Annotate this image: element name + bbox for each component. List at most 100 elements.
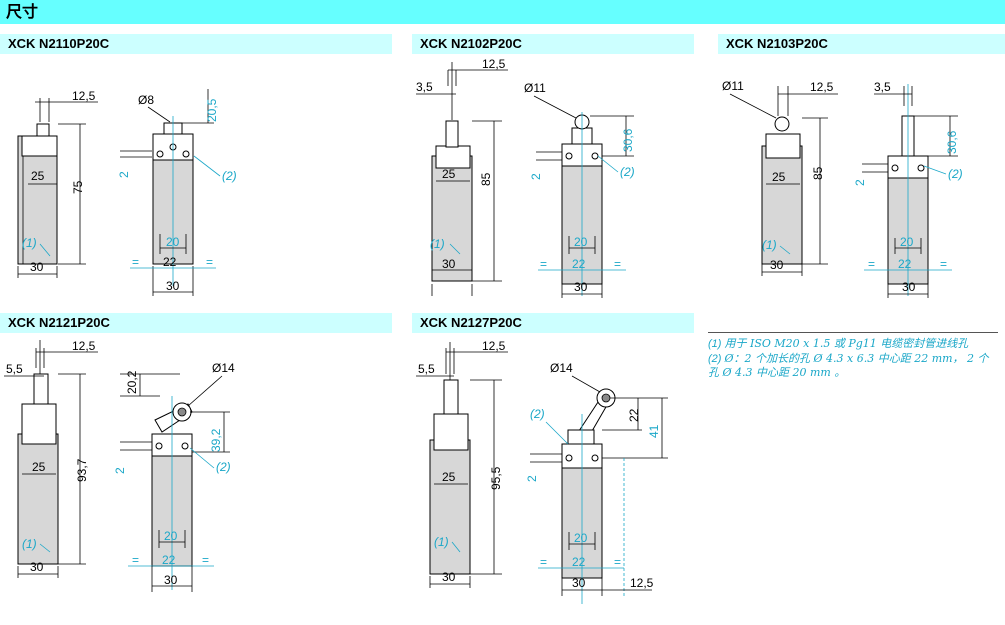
dim-2: 2 (113, 467, 127, 474)
section-title-n2102: XCK N2102P20C (412, 34, 694, 54)
switch-head-side (21, 135, 58, 157)
footnote-2-text: Ø：2 个加长的孔 Ø 4.3 x 6.3 中心距 22 mm， 2 个孔 Ø … (708, 352, 989, 379)
dim-30-front: 30 (164, 573, 178, 587)
note-ref-2: (2) (948, 167, 963, 181)
dim-25: 25 (442, 167, 456, 181)
dim-20: 20 (574, 235, 588, 249)
note-ref-2: (2) (216, 460, 231, 474)
drawing-n2103: Ø11 12,5 85 25 30 (1) 3,5 30,6 2 (2) 20 … (722, 79, 963, 298)
footnote-2-number: (2) (708, 353, 725, 365)
dim-25: 25 (32, 460, 46, 474)
dim-30: 30 (30, 260, 44, 274)
rod (445, 120, 459, 148)
dim-dia-11: Ø11 (722, 79, 744, 93)
dim-22-bottom: 22 (572, 555, 586, 569)
dim-12-5: 12,5 (482, 339, 506, 353)
dim-3-5: 3,5 (416, 80, 433, 94)
dim-85: 85 (811, 166, 825, 180)
dim-20: 20 (166, 235, 180, 249)
dim-20-2: 20,2 (125, 370, 139, 394)
footnote-1: (1) 用于 ISO M20 x 1.5 或 Pg11 电缆密封管进线孔 (708, 337, 998, 351)
dim-dia-14: Ø14 (212, 361, 235, 375)
dim-2: 2 (853, 179, 867, 186)
dim-2: 2 (529, 173, 543, 180)
note-ref-1: (1) (430, 237, 445, 251)
dim-5-5: 5,5 (418, 362, 435, 376)
note-ref-2: (2) (530, 407, 545, 421)
dim-30-6: 30,6 (945, 130, 959, 154)
dim-20-5: 20,5 (205, 98, 219, 122)
dim-eq-right: = (614, 257, 621, 271)
dim-25: 25 (31, 169, 45, 183)
dim-12-5: 12,5 (482, 57, 506, 71)
note-ref-1: (1) (762, 238, 777, 252)
dim-12-5: 12,5 (810, 80, 834, 94)
dim-30-front: 30 (574, 280, 588, 294)
dim-eq-right: = (940, 257, 947, 271)
dim-2: 2 (117, 171, 131, 178)
drawing-n2121: 12,5 5,5 93,7 25 30 (1) 20,2 Ø14 39,2 2 … (4, 339, 235, 592)
dim-eq-left: = (868, 257, 875, 271)
dim-93-7: 93,7 (75, 458, 89, 482)
note-ref-1: (1) (22, 236, 37, 250)
drawing-n2127: 12,5 5,5 95,5 25 30 (1) Ø14 (2) 22 41 2 … (416, 339, 668, 604)
dim-2: 2 (525, 475, 539, 482)
footnote-2: (2) Ø：2 个加长的孔 Ø 4.3 x 6.3 中心距 22 mm， 2 个… (708, 352, 998, 380)
dim-12-5: 12,5 (72, 89, 96, 103)
dim-20: 20 (164, 529, 178, 543)
dim-eq-right: = (202, 553, 209, 567)
dim-eq-right: = (206, 255, 213, 269)
switch-body-side (17, 135, 58, 265)
dim-75: 75 (71, 180, 85, 194)
plunger (36, 123, 50, 137)
drawing-n2110: 12,5 75 25 30 (1) Ø8 20,5 2 (2) 20 = 22 … (17, 89, 237, 296)
dim-30-6: 30,6 (621, 128, 635, 152)
dim-30-front: 30 (572, 576, 586, 590)
page-title: 尺寸 (0, 0, 1005, 24)
dim-12-5: 12,5 (72, 339, 96, 353)
switch-body-side (761, 145, 803, 265)
dim-dia-8: Ø8 (138, 93, 154, 107)
rod (33, 373, 49, 405)
dim-12-5-bottom: 12,5 (630, 576, 654, 590)
dim-22: 22 (898, 257, 912, 271)
switch-body-side (17, 433, 59, 565)
dim-eq-left: = (132, 553, 139, 567)
dim-85: 85 (479, 172, 493, 186)
dim-eq-right: = (614, 555, 621, 569)
switch-body-side (429, 439, 471, 575)
section-title-n2121: XCK N2121P20C (0, 313, 392, 333)
switch-body-side (431, 155, 473, 282)
dim-20: 20 (574, 531, 588, 545)
drawing-n2102: 12,5 3,5 85 25 30 (1) Ø11 30,6 2 (2) 20 … (416, 57, 635, 298)
dim-41: 41 (647, 424, 661, 438)
dim-25: 25 (442, 470, 456, 484)
dim-30: 30 (442, 570, 456, 584)
dim-eq-left: = (540, 257, 547, 271)
roller-side (774, 116, 790, 132)
rod (443, 379, 459, 415)
note-ref-1: (1) (434, 535, 449, 549)
dim-dia-11: Ø11 (524, 81, 546, 95)
dim-eq-left: = (540, 555, 547, 569)
dim-30: 30 (442, 257, 456, 271)
section-title-n2110: XCK N2110P20C (0, 34, 392, 54)
dim-22: 22 (627, 408, 641, 422)
footnote-1-text: 用于 ISO M20 x 1.5 或 Pg11 电缆密封管进线孔 (724, 337, 969, 350)
note-ref-2: (2) (222, 169, 237, 183)
section-title-n2103: XCK N2103P20C (718, 34, 1005, 54)
dim-30-front: 30 (902, 280, 916, 294)
dim-22: 22 (163, 255, 177, 269)
dim-30: 30 (30, 560, 44, 574)
dim-3-5: 3,5 (874, 80, 891, 94)
dim-20: 20 (900, 235, 914, 249)
dim-39-2: 39,2 (209, 428, 223, 452)
dim-dia-14: Ø14 (550, 361, 573, 375)
dim-25: 25 (772, 170, 786, 184)
note-ref-2: (2) (620, 165, 635, 179)
dim-95-5: 95,5 (489, 466, 503, 490)
footnote-1-number: (1) (708, 338, 725, 350)
dim-22: 22 (162, 553, 176, 567)
footnotes: (1) 用于 ISO M20 x 1.5 或 Pg11 电缆密封管进线孔 (2)… (708, 332, 998, 381)
dim-eq-left: = (132, 255, 139, 269)
